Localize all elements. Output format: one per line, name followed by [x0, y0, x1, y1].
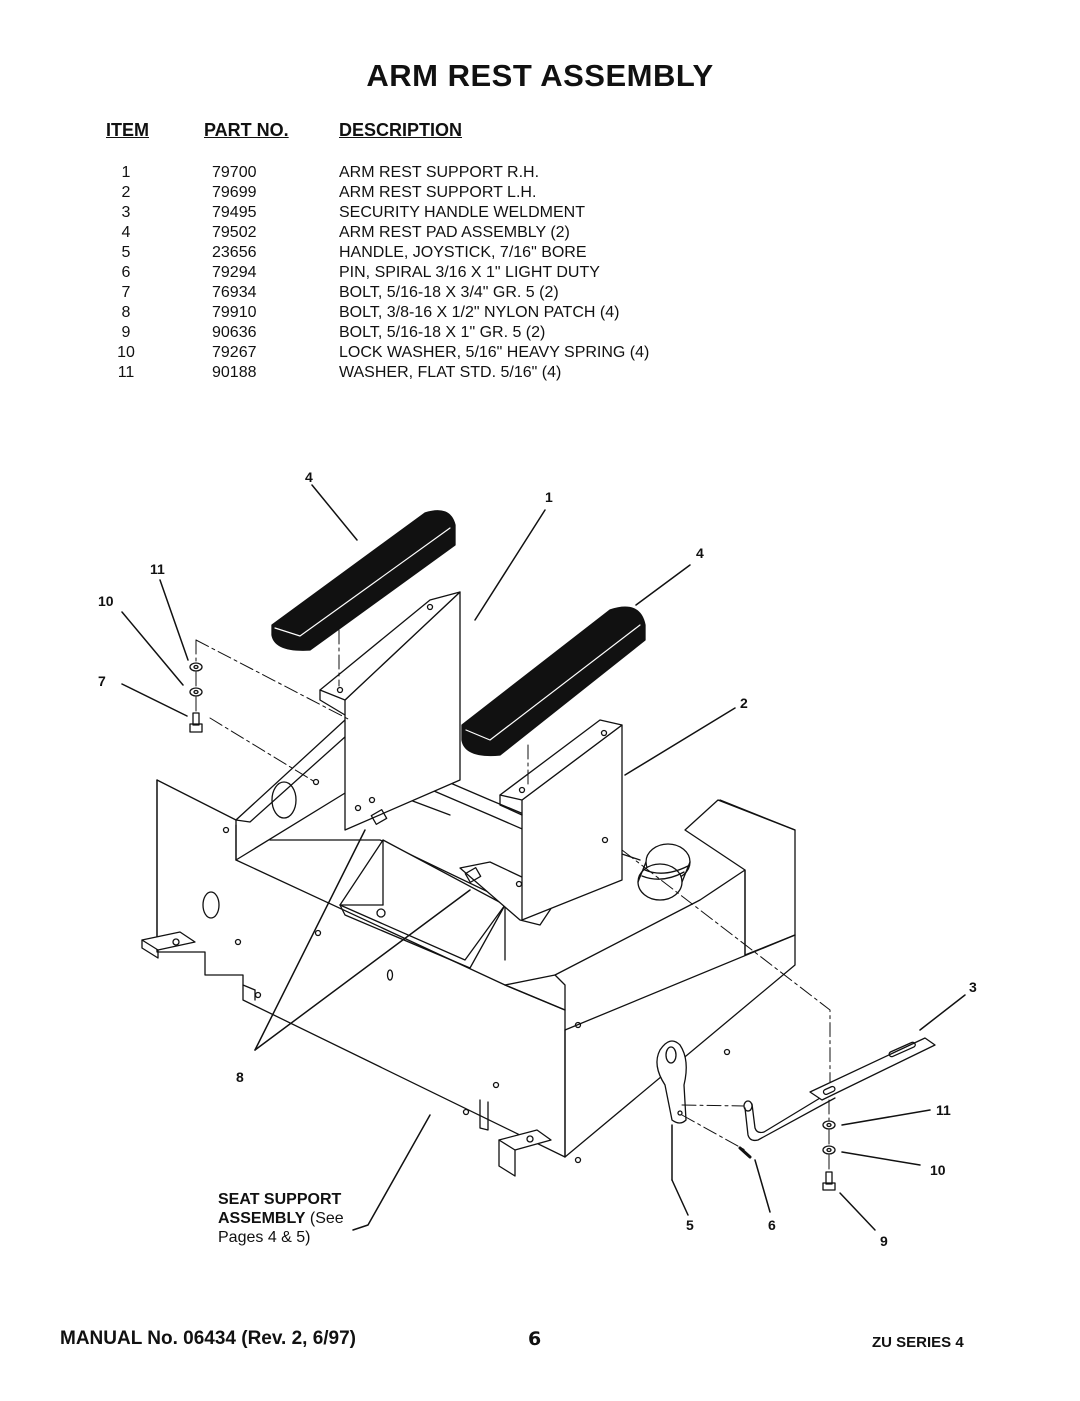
part-number: 79294: [212, 264, 257, 281]
part-number: 79699: [212, 184, 257, 201]
item-number: 11: [117, 364, 135, 381]
right-hardware-stack: [822, 1120, 836, 1191]
seat-label-line2-bold: ASSEMBLY: [218, 1210, 306, 1227]
page-title: ARM REST ASSEMBLY: [366, 58, 714, 93]
part-description: ARM REST SUPPORT L.H.: [339, 184, 537, 201]
joystick-handle: [656, 1040, 687, 1124]
part-number: 23656: [212, 244, 257, 261]
callout-label: 4: [305, 469, 313, 485]
item-number: 3: [121, 204, 131, 221]
item-number: 4: [121, 224, 131, 241]
part-number: 79495: [212, 204, 257, 221]
item-number: 8: [121, 304, 131, 321]
table-row: 4 79502 ARM REST PAD ASSEMBLY (2): [0, 224, 1080, 244]
callout-label: 10: [930, 1162, 946, 1178]
seat-support-base: [141, 719, 796, 1177]
part-description: LOCK WASHER, 5/16" HEAVY SPRING (4): [339, 344, 650, 361]
seat-label-line1: SEAT SUPPORT: [218, 1191, 342, 1208]
table-row: 6 79294 PIN, SPIRAL 3/16 X 1" LIGHT DUTY: [0, 264, 1080, 284]
spiral-pin: [738, 1146, 752, 1159]
table-row: 10 79267 LOCK WASHER, 5/16" HEAVY SPRING (…: [0, 344, 1080, 364]
callout-label: 5: [686, 1217, 694, 1233]
part-number: 79910: [212, 304, 257, 321]
part-number: 79267: [212, 344, 257, 361]
column-header-item: ITEM: [106, 120, 149, 140]
table-row: 9 90636 BOLT, 5/16-18 X 1" GR. 5 (2): [0, 324, 1080, 344]
part-number: 79502: [212, 224, 257, 241]
item-number: 9: [121, 324, 131, 341]
center-bolts: [370, 809, 482, 883]
item-number: 1: [121, 164, 131, 181]
arm-rest-support-lh: [499, 719, 623, 921]
part-number: 90636: [212, 324, 257, 341]
arm-rest-pad-2: [461, 606, 646, 757]
callout-label: 2: [740, 695, 748, 711]
security-handle-weldment: [743, 1037, 936, 1142]
callout-label: 7: [98, 673, 106, 689]
part-number: 79700: [212, 164, 257, 181]
table-row: 7 76934 BOLT, 5/16-18 X 3/4" GR. 5 (2): [0, 284, 1080, 304]
series-label: ZU SERIES 4: [872, 1334, 964, 1351]
item-number: 6: [121, 264, 131, 281]
column-header-description: DESCRIPTION: [339, 120, 463, 140]
callout-label: 8: [236, 1069, 244, 1085]
item-number: 7: [121, 284, 131, 301]
arm-rest-pad-1: [271, 510, 456, 651]
table-row: 8 79910 BOLT, 3/8-16 X 1/2" NYLON PATCH (4…: [0, 304, 1080, 324]
seat-label-line3: Pages 4 & 5): [218, 1229, 311, 1246]
callout-label: 1: [545, 489, 553, 505]
assembly-centerlines: [195, 629, 831, 1171]
callout-label: 10: [98, 593, 114, 609]
callout-label: 9: [880, 1233, 888, 1249]
left-hardware-stack: [189, 662, 203, 733]
seat-support-assembly-label: SEAT SUPPORT ASSEMBLY (See Pages 4 & 5): [218, 1190, 344, 1247]
part-description: BOLT, 5/16-18 X 3/4" GR. 5 (2): [339, 284, 559, 301]
part-description: ARM REST SUPPORT R.H.: [339, 164, 540, 181]
callout-label: 11: [936, 1102, 951, 1118]
part-description: WASHER, FLAT STD. 5/16" (4): [339, 364, 562, 381]
callout-numbers: 4 1 4 11 10 7 2 3 8 11 10 5 6 9: [98, 469, 977, 1249]
part-number: 90188: [212, 364, 257, 381]
table-row: 1 79700 ARM REST SUPPORT R.H.: [0, 164, 1080, 184]
manual-number: MANUAL No. 06434 (Rev. 2, 6/97): [60, 1328, 357, 1349]
callout-label: 3: [969, 979, 977, 995]
item-number: 10: [117, 344, 135, 361]
table-row: 3 79495 SECURITY HANDLE WELDMENT: [0, 204, 1080, 224]
part-description: BOLT, 3/8-16 X 1/2" NYLON PATCH (4): [339, 304, 620, 321]
arm-rest-support-rh: [312, 591, 461, 831]
callout-label: 4: [696, 545, 704, 561]
part-description: BOLT, 5/16-18 X 1" GR. 5 (2): [339, 324, 546, 341]
page-number: 6: [528, 1328, 542, 1350]
part-description: PIN, SPIRAL 3/16 X 1" LIGHT DUTY: [339, 264, 600, 281]
part-description: ARM REST PAD ASSEMBLY (2): [339, 224, 570, 241]
callout-label: 6: [768, 1217, 776, 1233]
leader-lines: [121, 484, 966, 1231]
table-row: 11 90188 WASHER, FLAT STD. 5/16" (4): [0, 364, 1080, 384]
item-number: 5: [121, 244, 131, 261]
part-description: SECURITY HANDLE WELDMENT: [339, 204, 585, 221]
part-number: 76934: [212, 284, 257, 301]
seat-label-line2-rest: (See: [305, 1210, 344, 1227]
table-row: 2 79699 ARM REST SUPPORT L.H.: [0, 184, 1080, 204]
callout-label: 11: [150, 561, 165, 577]
table-row: 5 23656 HANDLE, JOYSTICK, 7/16" BORE: [0, 244, 1080, 264]
item-number: 2: [121, 184, 131, 201]
column-header-part-no: PART NO.: [204, 120, 289, 140]
part-description: HANDLE, JOYSTICK, 7/16" BORE: [339, 244, 587, 261]
